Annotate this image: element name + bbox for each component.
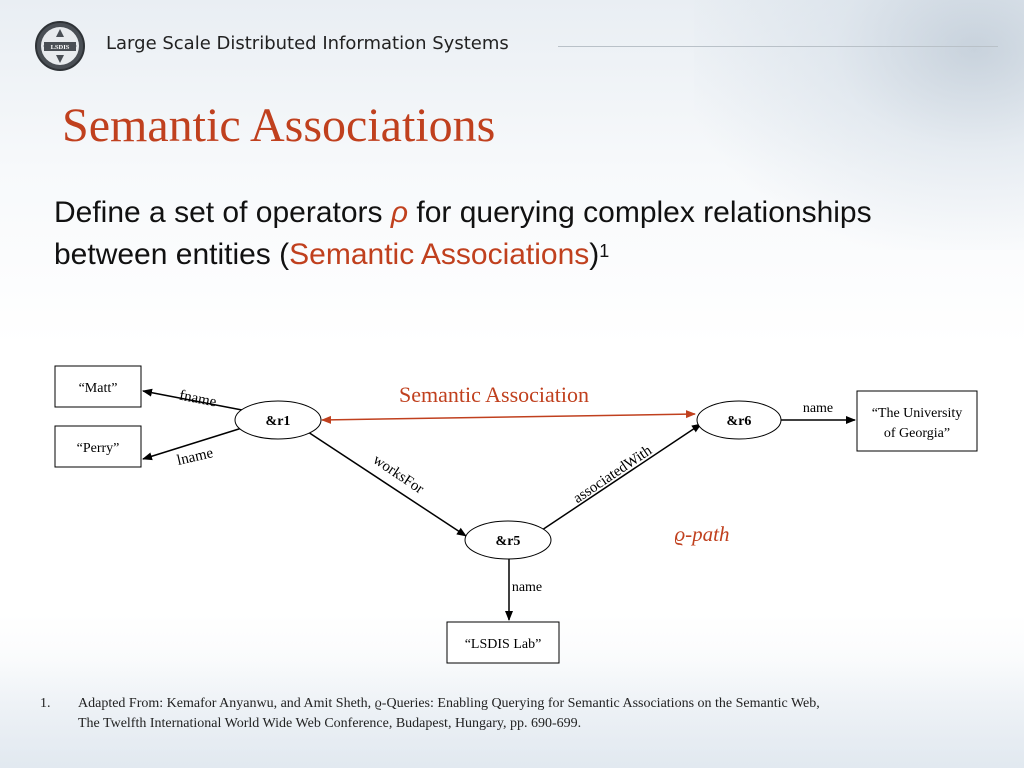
node-r1 xyxy=(234,400,322,440)
literal-perry: “Perry” xyxy=(77,441,120,456)
path-label: ϱ-path xyxy=(675,522,730,546)
body-text-part3: ) xyxy=(589,238,600,271)
body-highlight: Semantic Associations xyxy=(289,238,590,271)
edge-label-fname: fname xyxy=(178,388,218,411)
edge-label-name-r6: name xyxy=(803,401,833,416)
footnote-text: Adapted From: Kemafor Anyanwu, and Amit … xyxy=(78,694,978,734)
edge-lname xyxy=(142,427,243,461)
edge-label-associatedwith: associatedWith xyxy=(571,442,656,506)
edge-associatedwith xyxy=(541,423,702,531)
edge-worksfor xyxy=(307,431,467,537)
header-divider xyxy=(558,46,998,47)
edge-fname xyxy=(142,388,243,411)
literal-university-line1: “The University xyxy=(872,406,963,421)
footnote-number: 1. xyxy=(40,696,51,711)
node-r6 xyxy=(696,400,782,440)
slide-title: Semantic Associations xyxy=(62,99,496,152)
literal-university-line2: of Georgia” xyxy=(884,426,950,441)
literal-lsdis: “LSDIS Lab” xyxy=(465,637,542,652)
edge-label-name-r5: name xyxy=(512,580,542,595)
body-text-part2: for querying complex relationships betwe… xyxy=(54,196,872,271)
slide-body-text: Define a set of operators ρ for querying… xyxy=(54,192,954,276)
logo-text: LSDIS xyxy=(51,44,70,51)
literal-box-perry xyxy=(54,425,142,468)
edge-label-lname: lname xyxy=(175,445,215,469)
node-r1-label: &r1 xyxy=(266,414,291,429)
literal-matt: “Matt” xyxy=(79,381,118,396)
semantic-association-arrow xyxy=(321,410,696,424)
literal-box-university xyxy=(856,390,978,452)
rho-symbol: ρ xyxy=(390,196,409,229)
footnote-line1: Adapted From: Kemafor Anyanwu, and Amit … xyxy=(78,696,820,711)
lsdis-logo-icon: LSDIS xyxy=(35,21,85,71)
background-bottom-fade xyxy=(0,658,1024,768)
header-title: Large Scale Distributed Information Syst… xyxy=(106,33,509,54)
semantic-association-label: Semantic Association xyxy=(399,382,589,407)
node-r6-label: &r6 xyxy=(727,414,752,429)
background-decoration xyxy=(694,0,1024,250)
body-text-part1: Define a set of operators xyxy=(54,196,391,229)
node-r5 xyxy=(464,520,552,560)
literal-box-matt xyxy=(54,365,142,408)
footnote-line2: The Twelfth International World Wide Web… xyxy=(78,716,582,731)
node-r5-label: &r5 xyxy=(496,534,521,549)
literal-box-lsdis xyxy=(446,621,560,664)
footnote-reference: 1 xyxy=(599,241,610,261)
